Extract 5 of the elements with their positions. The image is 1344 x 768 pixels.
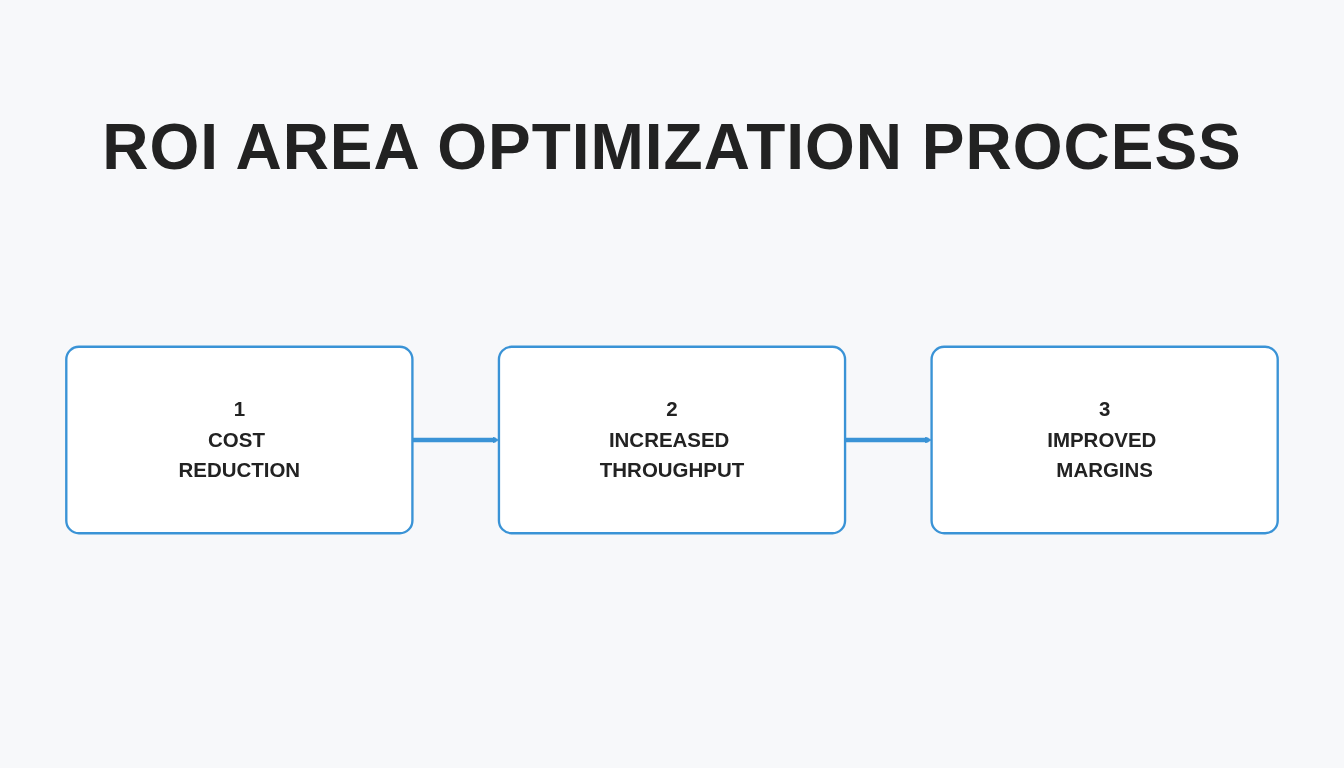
node-box: 3 IMPROVED MARGINS <box>930 345 1279 535</box>
arrow <box>845 436 932 444</box>
node-box: 2 INCREASED THROUGHPUT <box>497 345 847 535</box>
diagram-title: ROI AREA OPTIMIZATION PROCESS <box>101 110 1243 184</box>
node-box: 1 COST REDUCTION <box>65 345 414 535</box>
